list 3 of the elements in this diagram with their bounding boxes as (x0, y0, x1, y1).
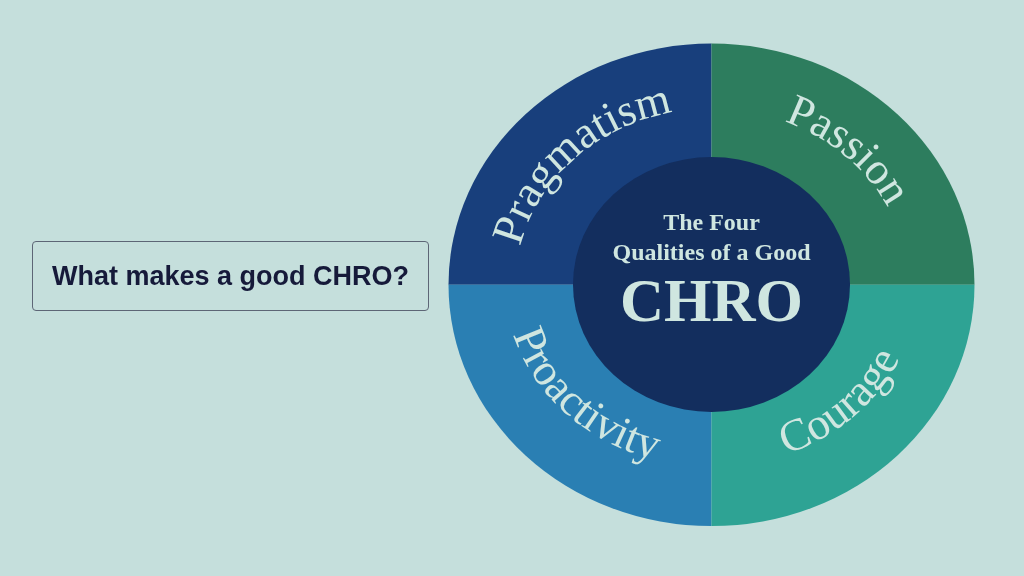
center-title: CHRO (620, 269, 804, 334)
question-text: What makes a good CHRO? (51, 260, 409, 292)
question-box (32, 241, 429, 311)
